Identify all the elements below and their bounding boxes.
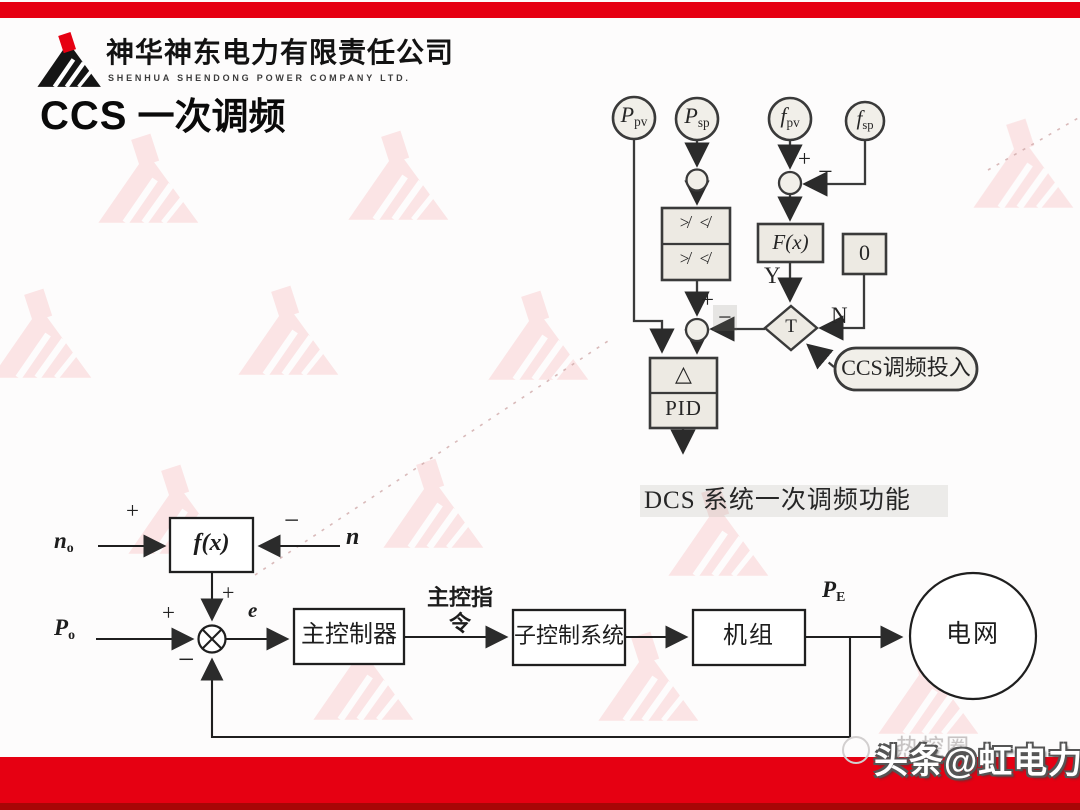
connector-ccs-to-t-dashed xyxy=(806,343,835,370)
loop-diagram-shapes xyxy=(96,516,1038,739)
label-fpv: fpv xyxy=(780,103,800,130)
label-limiter-top: ≯ ≮ xyxy=(679,213,713,232)
page-title: CCS 一次调频 xyxy=(40,94,285,139)
dcs-diagram-shapes xyxy=(611,95,979,455)
label-pe: PE xyxy=(822,577,846,604)
dcs-caption: DCS 系统一次调频功能 xyxy=(640,485,948,517)
connector-feedback xyxy=(200,637,852,739)
company-name-cn: 神华神东电力有限责任公司 xyxy=(106,37,455,68)
sum-power xyxy=(684,317,710,343)
label-fx-box: f(x) xyxy=(193,530,230,556)
sign-plus-freq: + xyxy=(798,146,811,171)
label-pid: PID xyxy=(665,396,702,420)
label-n0: no xyxy=(54,528,74,555)
t-diamond xyxy=(763,304,819,352)
label-master-command: 主控指令 xyxy=(426,585,493,636)
sign-plus-p0: + xyxy=(162,600,175,625)
sum-frequency xyxy=(777,170,803,196)
label-delta: △ xyxy=(675,361,692,386)
subsystem-box xyxy=(511,608,627,667)
channel-watermark-text: 头条@虹电力 xyxy=(874,743,1080,781)
node-fsp xyxy=(844,100,886,142)
sign-plus-n0: + xyxy=(126,498,139,523)
bottom-red-bar-dark-strip xyxy=(0,803,1080,810)
node-psp xyxy=(674,96,720,142)
fx-box xyxy=(168,516,255,574)
sum-junction-cross xyxy=(202,629,222,649)
connector-ppv-to-deltabox xyxy=(632,139,675,354)
node-fpv xyxy=(767,96,813,142)
sign-plus-fx: + xyxy=(222,580,235,605)
top-red-bar xyxy=(0,2,1080,18)
sign-minus-power: − xyxy=(713,305,737,332)
junction-psp xyxy=(685,168,709,192)
grid-circle xyxy=(908,571,1038,701)
label-limiter-bottom: ≯ ≮ xyxy=(679,249,713,268)
sign-minus-n: − xyxy=(284,505,300,535)
zero-block xyxy=(841,232,888,276)
label-master-controller: 主控制器 xyxy=(301,622,397,648)
bottom-red-bar xyxy=(0,757,1080,803)
label-unit: 机组 xyxy=(723,623,775,649)
page-title-cn: 一次调频 xyxy=(137,97,286,138)
connector-fsp-to-sum xyxy=(802,140,867,197)
sign-plus-power: + xyxy=(701,287,714,312)
label-t-diamond: T xyxy=(785,316,797,337)
sign-minus-feedback: − xyxy=(178,644,195,676)
label-fsp: fsp xyxy=(856,106,874,132)
decor-dashed-lines xyxy=(254,116,1080,576)
faint-watermark-icon xyxy=(842,736,870,764)
label-ppv: Ppv xyxy=(620,102,648,129)
label-ccs-switch: CCS调频投入 xyxy=(841,355,971,380)
node-ppv xyxy=(611,95,657,141)
master-controller-box xyxy=(292,607,406,666)
ccs-switch-shape xyxy=(833,346,979,392)
fx-block xyxy=(756,222,825,264)
label-branch-no: N xyxy=(831,303,848,328)
sign-minus-freq: − xyxy=(818,157,833,186)
label-grid: 电网 xyxy=(945,621,1000,648)
company-logo-icon xyxy=(37,32,101,89)
label-n: n xyxy=(346,524,360,550)
company-name-en: SHENHUA SHENDONG POWER COMPANY LTD. xyxy=(108,73,411,83)
label-error: e xyxy=(248,598,258,622)
label-zero-block: 0 xyxy=(859,240,870,265)
label-branch-yes: Y xyxy=(764,263,781,288)
page-title-en: CCS xyxy=(40,94,128,138)
label-fx-block: F(x) xyxy=(772,230,809,254)
label-p0: Po xyxy=(54,615,75,642)
label-psp: Psp xyxy=(684,103,710,130)
unit-box xyxy=(691,608,807,667)
connector-zero-to-t xyxy=(818,274,866,341)
faint-watermark-text: 热控圈 xyxy=(896,735,971,760)
label-subsystem: 子控制系统 xyxy=(513,623,624,648)
